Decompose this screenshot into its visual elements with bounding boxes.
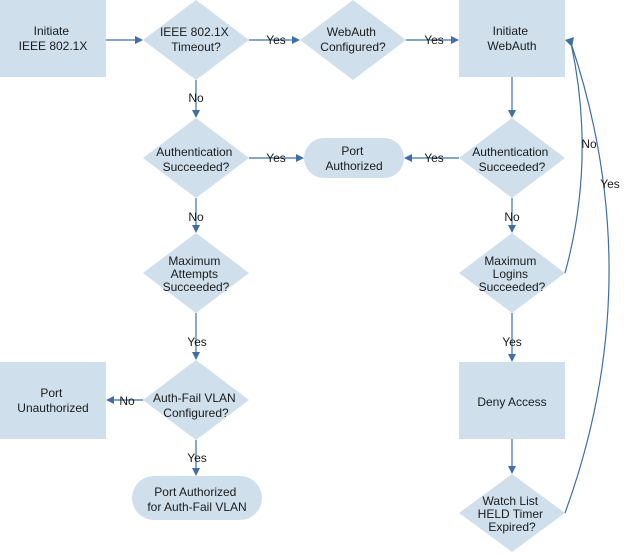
authfail-vlan-decision — [143, 360, 249, 440]
arrowhead — [192, 110, 200, 118]
max-attempts-label: Maximum Attempts Succeeded? — [163, 254, 230, 294]
authfail-vlan-label: Auth-Fail VLAN Configured? — [153, 391, 239, 420]
arrowhead — [508, 225, 516, 233]
webauth-configured-label: WebAuth Configured? — [320, 25, 386, 54]
arrowhead — [508, 354, 516, 362]
arrowhead — [296, 154, 304, 162]
edge-max-logins-to-initiate-webauth — [564, 42, 583, 274]
authfail-no-label: No — [119, 394, 135, 408]
auth-succeeded-left-label: Authentication Succeeded? — [156, 145, 235, 174]
arrowhead — [508, 110, 516, 118]
arrowhead — [192, 225, 200, 233]
arrowhead — [451, 36, 459, 44]
port-authorized-label: Port Authorized — [325, 144, 382, 173]
port-authorized-box — [304, 138, 404, 178]
webauth-yes-label: Yes — [424, 33, 444, 47]
port-authorized-authfail-label: Port Authorized for Auth-Fail VLAN — [147, 485, 246, 514]
deny-access-label: Deny Access — [477, 395, 546, 409]
deny-access-box — [459, 362, 565, 439]
timeout-no-label: No — [188, 91, 204, 105]
initiate-webauth-box — [459, 0, 565, 77]
port-unauthorized-box — [0, 362, 106, 439]
arrowhead — [192, 468, 200, 476]
max-attempts-yes-label: Yes — [187, 335, 207, 349]
authfail-yes-label: Yes — [187, 451, 207, 465]
initiate-webauth-label: Initiate WebAuth — [487, 24, 536, 53]
arrowhead — [106, 396, 114, 404]
arrowhead — [565, 37, 574, 47]
port-authorized-authfail-box — [132, 476, 262, 520]
max-logins-decision — [459, 233, 565, 313]
arrowhead — [192, 352, 200, 360]
port-unauthorized-label: Port Unauthorized — [17, 386, 88, 415]
auth-right-yes-label: Yes — [424, 151, 444, 165]
max-attempts-decision — [143, 233, 249, 313]
arrowhead — [135, 36, 143, 44]
auth-left-no-label: No — [188, 210, 204, 224]
arrowhead — [508, 466, 516, 474]
webauth-configured-decision — [300, 0, 406, 80]
max-logins-no-label: No — [581, 137, 597, 151]
timeout-decision — [143, 0, 249, 80]
auth-succeeded-right-decision — [459, 118, 565, 198]
max-logins-label: Maximum Logins Succeeded? — [479, 254, 546, 294]
watch-list-decision — [459, 474, 565, 552]
timeout-yes-label: Yes — [266, 33, 286, 47]
arrowhead — [404, 154, 412, 162]
auth-succeeded-left-decision — [143, 118, 249, 198]
auth-left-yes-label: Yes — [266, 151, 286, 165]
arrowhead — [292, 36, 300, 44]
max-logins-yes-label: Yes — [502, 335, 522, 349]
auth-right-no-label: No — [504, 210, 520, 224]
auth-succeeded-right-label: Authentication Succeeded? — [472, 145, 551, 174]
initiate-8021x-box — [0, 0, 106, 77]
edge-watch-list-to-initiate-webauth — [564, 42, 610, 514]
timeout-label: IEEE 802.1X Timeout? — [160, 25, 232, 54]
initiate-8021x-label: Initiate IEEE 802.1X — [19, 24, 88, 53]
watch-list-label: Watch List HELD Timer Expired? — [478, 494, 547, 534]
watch-list-yes-label: Yes — [600, 177, 620, 191]
